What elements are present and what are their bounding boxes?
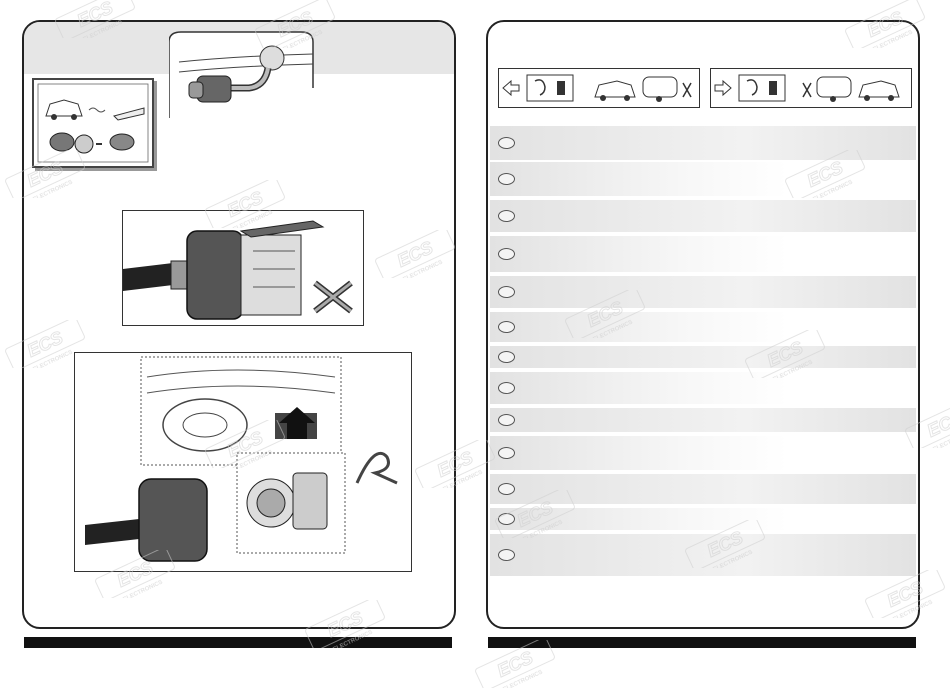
- instruction-row: [490, 276, 916, 308]
- trailer-icon: [642, 76, 678, 98]
- car-icon: [594, 80, 636, 98]
- svg-text:ECS: ECS: [924, 407, 950, 441]
- right-footer-bar: [488, 637, 916, 648]
- row-number-circle: [498, 137, 515, 149]
- crossed-bulb-icon: [802, 82, 812, 98]
- instruction-row: [490, 312, 916, 342]
- row-number-circle: [498, 414, 515, 426]
- row-number-circle: [498, 382, 515, 394]
- cable-tie-icon: [355, 451, 398, 485]
- dashboard-socket-storage: [85, 356, 398, 562]
- row-number-circle: [498, 210, 515, 222]
- left-instruction-panel: [22, 20, 456, 629]
- instruction-row: [490, 372, 916, 404]
- right-instruction-panel: [486, 20, 920, 629]
- trailer-icon: [816, 76, 852, 98]
- instruction-row: [490, 236, 916, 272]
- car-icon: [858, 80, 900, 98]
- socket-crossed-out: [123, 220, 353, 320]
- instruction-row: [490, 126, 916, 160]
- row-number-circle: [498, 248, 515, 260]
- row-number-circle: [498, 321, 515, 333]
- ear-icon: [534, 79, 546, 96]
- instruction-row: [490, 162, 916, 196]
- row-number-circle: [498, 447, 515, 459]
- instruction-row: [490, 436, 916, 470]
- row-number-circle: [498, 483, 515, 495]
- car-trailer-sequence-frame: [32, 78, 154, 168]
- signal-box-right: [710, 68, 912, 108]
- left-footer-bar: [24, 637, 452, 648]
- row-number-circle: [498, 173, 515, 185]
- buzzer-icon: [769, 81, 777, 95]
- towbar-illustration: [169, 31, 314, 118]
- crossed-bulb-icon: [682, 82, 692, 98]
- row-number-circle: [498, 286, 515, 298]
- instruction-row: [490, 408, 916, 432]
- row-number-circle: [498, 351, 515, 363]
- arrow-right-icon: [714, 79, 732, 97]
- instruction-row: [490, 200, 916, 232]
- signal-box-left: [498, 68, 700, 108]
- arrow-up-icon: [279, 407, 315, 439]
- car-trailer-sequence: [37, 83, 149, 163]
- row-number-circle: [498, 549, 515, 561]
- dashboard-socket-storage-frame: [74, 352, 412, 572]
- instruction-row: [490, 346, 916, 368]
- buzzer-icon: [557, 81, 565, 95]
- arrow-left-icon: [502, 79, 520, 97]
- ear-icon: [746, 79, 758, 96]
- socket-crossed-out-frame: [122, 210, 364, 326]
- instruction-row: [490, 474, 916, 504]
